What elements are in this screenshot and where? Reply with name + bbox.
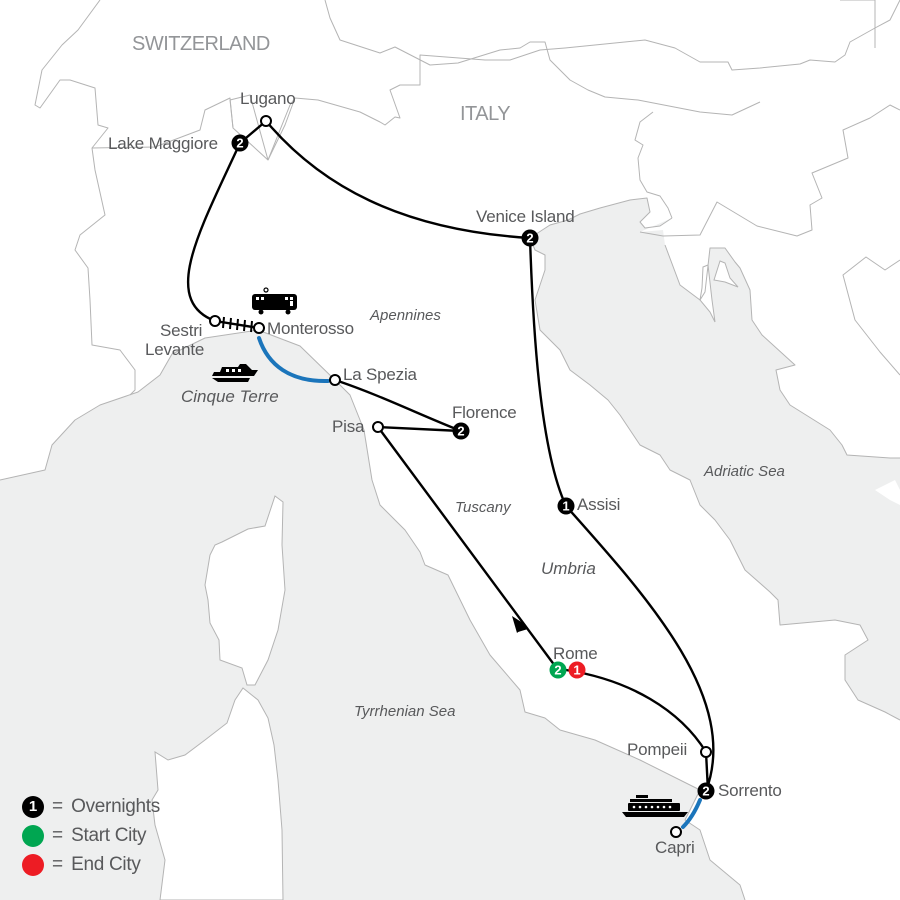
city-label-sestri: Sestri xyxy=(160,321,203,340)
arrow-head xyxy=(512,616,526,633)
overnight-badge-venice-island[interactable]: 2 xyxy=(521,229,539,247)
train-icon xyxy=(252,287,297,315)
route-maggiore-sestri xyxy=(186,141,242,323)
overnight-badge-florence[interactable]: 2 xyxy=(452,422,470,440)
legend-row-start-city: = Start City xyxy=(22,821,160,850)
legend-row-end-city: = End City xyxy=(22,850,160,879)
border-bosnia xyxy=(842,256,900,376)
legend-label-start-city: Start City xyxy=(71,824,147,846)
city-marker-sestri-levante[interactable] xyxy=(209,315,221,327)
route-assisi-sorrento xyxy=(564,504,715,793)
start-city-dot-icon xyxy=(22,824,44,847)
region-label-umbria: Umbria xyxy=(541,559,596,578)
region-label-cinque-terre: Cinque Terre xyxy=(181,387,279,406)
legend-row-overnights: 1 = Overnights xyxy=(22,792,160,821)
region-label-apennines: Apennines xyxy=(370,307,441,324)
route-lugano-venice xyxy=(264,119,532,240)
sardinia xyxy=(151,687,284,900)
adriatic-island xyxy=(713,260,739,288)
city-label-rome: Rome xyxy=(553,644,598,663)
city-label-levante: Levante xyxy=(145,340,205,359)
start-badge-rome[interactable]: 2 xyxy=(549,661,567,679)
city-label-capri: Capri xyxy=(655,838,695,857)
city-label-lugano: Lugano xyxy=(240,89,296,108)
city-marker-monterosso[interactable] xyxy=(253,322,265,334)
rail-ticks xyxy=(222,316,253,333)
city-label-pisa: Pisa xyxy=(332,417,365,436)
route-venice-assisi xyxy=(528,236,568,508)
city-marker-la-spezia[interactable] xyxy=(329,374,341,386)
end-badge-rome[interactable]: 1 xyxy=(568,661,586,679)
route-rome-pompeii xyxy=(564,668,708,754)
overnight-badge-sorrento[interactable]: 2 xyxy=(697,782,715,800)
map-legend: 1 = Overnights = Start City = End City xyxy=(22,792,160,879)
border-slovenia-croatia xyxy=(634,104,900,237)
legend-equals: = xyxy=(52,824,64,846)
ferry-icon xyxy=(622,795,688,817)
legend-label-overnights: Overnights xyxy=(71,795,160,817)
city-label-lake-maggiore: Lake Maggiore xyxy=(108,134,218,153)
city-label-florence: Florence xyxy=(452,403,517,422)
border-italy-austria xyxy=(324,0,761,116)
city-marker-capri[interactable] xyxy=(670,826,682,838)
overnight-badge-assisi[interactable]: 1 xyxy=(557,497,575,515)
overnight-symbol-icon: 1 xyxy=(22,795,44,818)
legend-equals: = xyxy=(52,853,64,875)
ferry-monterosso-laspezia xyxy=(257,336,330,384)
city-marker-pisa[interactable] xyxy=(372,421,384,433)
sea-label-tyrrhenian: Tyrrhenian Sea xyxy=(354,703,456,720)
region-label-tuscany: Tuscany xyxy=(455,499,511,516)
overnight-badge-lake-maggiore[interactable]: 2 xyxy=(231,134,249,152)
end-city-dot-icon xyxy=(22,853,44,876)
city-label-venice-island: Venice Island xyxy=(476,207,575,226)
legend-label-end-city: End City xyxy=(71,853,141,875)
city-label-monterosso: Monterosso xyxy=(267,319,354,338)
route-florence-pisa xyxy=(376,425,463,433)
city-label-sorrento: Sorrento xyxy=(718,781,782,800)
route-laspezia-florence xyxy=(333,378,463,433)
coast-adriatic xyxy=(529,197,900,721)
route-pisa-rome xyxy=(376,425,560,672)
border-france-switzerland xyxy=(34,0,136,396)
city-label-la-spezia: La Spezia xyxy=(343,365,417,384)
city-marker-pompeii[interactable] xyxy=(700,746,712,758)
city-label-pompeii: Pompeii xyxy=(627,740,688,759)
boat-icon xyxy=(212,364,258,382)
adriatic-sea-area xyxy=(530,198,900,720)
country-label-switzerland: SWITZERLAND xyxy=(132,33,270,55)
ferry-sorrento-capri xyxy=(681,798,702,829)
city-marker-lugano[interactable] xyxy=(260,115,272,127)
corsica xyxy=(204,495,286,686)
border-austria-north xyxy=(840,0,876,48)
legend-equals: = xyxy=(52,795,64,817)
sea-label-adriatic: Adriatic Sea xyxy=(704,463,785,480)
adriatic-island xyxy=(699,264,716,323)
country-label-italy: ITALY xyxy=(460,103,511,125)
city-label-assisi: Assisi xyxy=(577,495,621,514)
